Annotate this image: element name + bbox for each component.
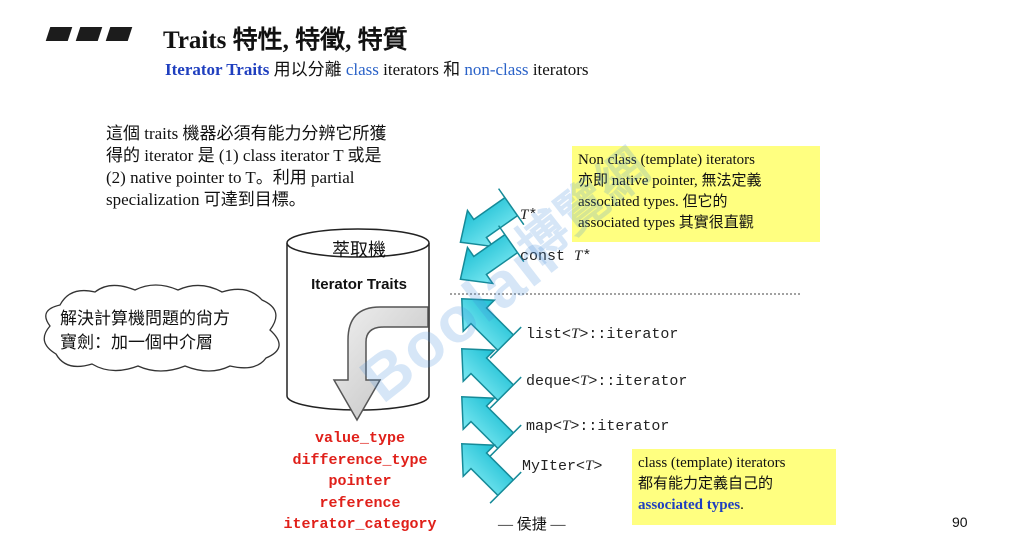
cloud-line-1: 解決計算機問題的尙方 (60, 309, 230, 328)
deque-iterator-label: deque<T>::iterator (526, 373, 688, 390)
page-number: 90 (952, 514, 968, 530)
note-bottom-line-2: 都有能力定義自己的 (638, 476, 774, 492)
cylinder-subtitle: Iterator Traits (311, 276, 407, 293)
note-bottom-line-1: class (template) iterators (638, 455, 786, 471)
cylinder-title: 萃取機 (332, 240, 386, 260)
note-top-line-1: Non class (template) iterators (578, 152, 756, 168)
cloud-line-2: 寶劍：加一個中介層 (60, 333, 213, 352)
subtitle-nonclass-link[interactable]: non-class (464, 60, 529, 79)
type-reference: reference (319, 494, 401, 512)
native-pointer-label: T* (520, 207, 538, 224)
associated-types-list: value_type difference_type pointer refer… (240, 428, 480, 536)
page-title: Traits 特性, 特徵, 特質 (163, 27, 408, 54)
paragraph-line-4: specialization 可達到目標。 (106, 190, 306, 209)
subtitle-class-link[interactable]: class (345, 60, 379, 79)
const-pointer-label: const T* (520, 248, 592, 265)
cloud-text: 解決計算機問題的尙方 寶劍：加一個中介層 (60, 307, 280, 355)
subtitle-text-1: 用以分離 (269, 60, 346, 79)
note-top-line-2: 亦即 native pointer, 無法定義 (578, 173, 762, 189)
type-iterator-category: iterator_category (283, 516, 437, 533)
map-iterator-label: map<T>::iterator (526, 418, 670, 435)
note-top-line-4: associated types 其實很直觀 (578, 215, 754, 231)
paragraph-line-1: 這個 traits 機器必須有能力分辨它所獲 (106, 124, 387, 143)
subtitle-bold: Iterator Traits (165, 60, 270, 79)
subtitle-text-3: iterators (528, 60, 589, 79)
type-value-type: value_type (314, 430, 405, 447)
type-pointer: pointer (328, 473, 392, 490)
note-class: class (template) iterators 都有能力定義自己的 ass… (632, 449, 836, 525)
type-difference-type: difference_type (292, 451, 428, 469)
myiter-label: MyIter<T> (522, 458, 603, 475)
page-subtitle: Iterator Traits 用以分離 class iterators 和 n… (165, 55, 589, 80)
note-top-line-3: associated types. 但它的 (578, 194, 728, 210)
cloud-bubble (43, 284, 280, 372)
note-non-class: Non class (template) iterators 亦即 native… (572, 146, 820, 242)
subtitle-text-2: iterators 和 (378, 60, 465, 79)
bent-arrow-icon (332, 306, 429, 422)
author-footer: — 侯捷 — (498, 517, 566, 533)
list-iterator-label: list<T>::iterator (526, 326, 679, 343)
note-bottom-line-3: associated types. (638, 497, 744, 513)
paragraph-line-2: 得的 iterator 是 (1) class iterator T 或是 (106, 146, 382, 165)
paragraph-line-3: (2) native pointer to T。利用 partial (106, 168, 355, 187)
explanation-paragraph: 這個 traits 機器必須有能力分辨它所獲 得的 iterator 是 (1)… (106, 123, 446, 211)
